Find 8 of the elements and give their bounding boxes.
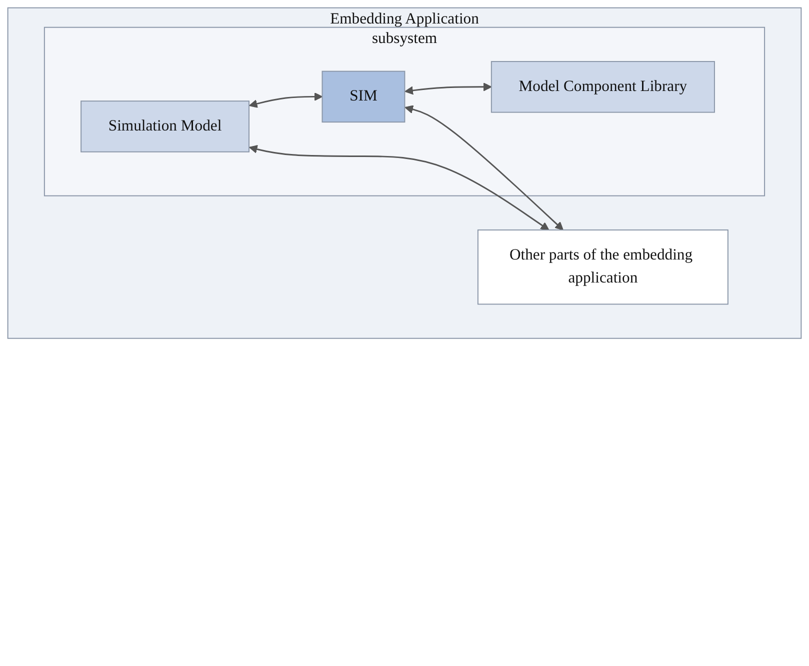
arrow xyxy=(249,144,550,230)
node-box: Simulation Model xyxy=(80,100,250,152)
arrow xyxy=(404,82,492,95)
arrow xyxy=(404,105,564,230)
node-box: Model Component Library xyxy=(490,61,715,113)
arrow xyxy=(249,92,323,108)
node-box: SIM xyxy=(322,70,406,123)
node-box: Other parts of the embedding application xyxy=(477,229,728,305)
